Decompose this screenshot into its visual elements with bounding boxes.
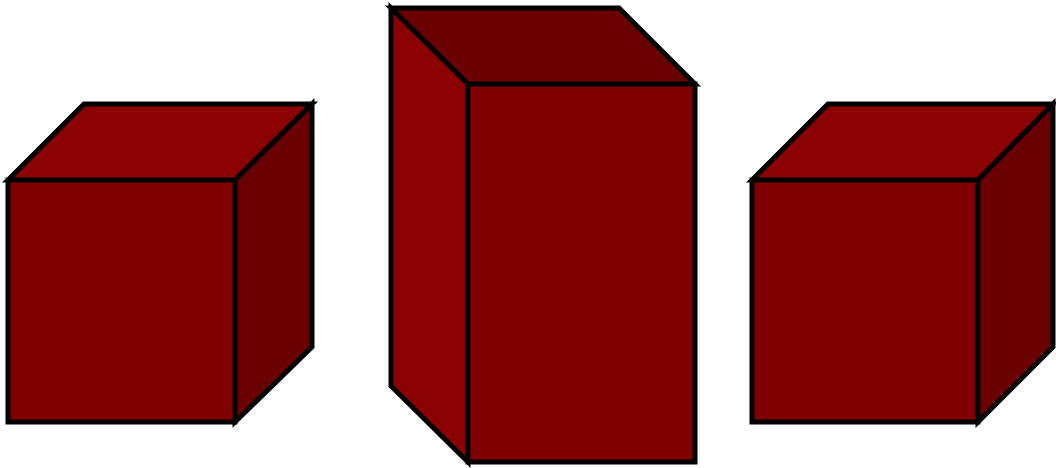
right-cube-front-face xyxy=(752,180,978,422)
left-cube-front-face xyxy=(8,180,235,422)
right-cube xyxy=(752,104,1053,422)
middle-box-front-face xyxy=(468,84,695,462)
middle-tall-box xyxy=(391,8,695,462)
left-cube xyxy=(8,104,312,422)
middle-box-left-face xyxy=(391,8,468,462)
